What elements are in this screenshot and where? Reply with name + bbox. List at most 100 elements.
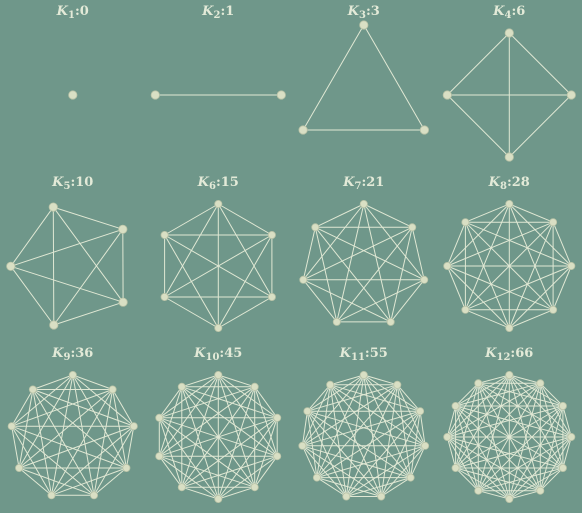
graph-symbol: K [339,346,352,361]
graph-edge [508,203,554,223]
graph-edge [446,94,510,158]
graph-edge [306,384,398,412]
graph-vertex [536,486,545,495]
graph-edge [477,490,510,500]
graph-vertex [299,275,308,284]
graph-label: K5:10 [51,175,93,192]
graph-vertex [273,413,282,422]
graph-vertex [332,317,341,326]
graph-K5: K5:10 [6,175,128,330]
graph-K4: K4:6 [442,4,576,162]
graph-edge [181,386,256,488]
graph-edge [316,477,347,497]
graph-vertex [461,305,470,314]
graph-edge [539,382,564,407]
graph-edge [455,405,572,438]
graph-K9: K9:36 [7,346,138,500]
graph-vertex [28,385,37,394]
graph-edge [158,386,256,419]
graph-edge [396,384,412,479]
graph-edge [301,374,365,447]
graph-symbol: K [51,175,64,190]
graph-vertex [461,218,470,227]
graph-edge [158,417,183,488]
graph-edge [18,389,34,469]
graph-colon: : [507,175,512,190]
graph-edge [410,445,426,479]
graph-edge [11,425,52,496]
graph-vertex [214,370,223,379]
graph-colon: : [366,4,371,19]
graph-edge [539,467,564,492]
graph-vertex [250,382,259,391]
graph-edge [52,206,124,303]
graph-edge-count: 0 [80,4,89,19]
graph-K11: K11:55 [298,346,430,501]
graph-edge-count: 28 [512,175,530,190]
graph-subscript: 5 [63,181,70,192]
graph-colon: : [361,175,366,190]
graph-vertex [326,380,335,389]
graph-edge-count: 10 [75,175,93,190]
graph-symbol: K [492,4,505,19]
graph-edge [11,425,95,496]
graph-vertex [359,370,368,379]
graph-vertex [504,152,514,162]
graph-vertex [505,370,514,379]
graph-edge [32,389,135,427]
graph-K6: K6:15 [160,175,276,332]
graph-edge [181,386,219,500]
graph-edge [217,203,273,236]
graph-edge [10,228,124,267]
graph-edge [455,467,510,500]
graph-edge [455,382,541,469]
graph-edge [314,226,425,281]
graph-vertex [7,422,16,431]
graph-colon: : [511,4,516,19]
graph-edge [181,374,219,388]
graph-edge [51,389,114,496]
graph-symbol: K [347,4,360,19]
graph-subscript: 2 [213,10,220,21]
graph-edge [112,389,127,469]
graph-edge [455,405,510,500]
graph-symbol: K [56,4,69,19]
graph-vertex [122,463,131,472]
graph-edge [363,374,398,386]
graph-colon: : [70,175,75,190]
graph-vertex [49,320,59,330]
graph-edge [314,226,392,323]
graph-edge [552,221,572,267]
graph-label: K1:0 [56,4,89,21]
graph-edge [18,467,52,496]
graph-edge [477,382,541,492]
graph-vertex [160,230,169,239]
graph-edge [52,206,124,230]
graph-edge [164,234,219,329]
graph-edge [11,389,114,427]
graph-edge-count: 15 [221,175,239,190]
graph-edge [302,279,338,323]
graph-subscript: 3 [359,10,366,21]
graph-vertex [443,261,452,270]
graph-vertex [536,379,545,388]
graph-vertex [359,20,369,30]
graph-edge [446,436,564,469]
graph-edge [464,265,572,311]
graph-edge [217,417,278,500]
graph-edge [396,384,426,447]
graph-edge [329,384,412,479]
graph-edge [363,203,392,323]
graph-vertex [273,452,282,461]
graph-edge [419,410,426,447]
graph-symbol: K [193,346,206,361]
graph-vertex [48,202,58,212]
graph-edge [11,425,20,469]
graph-edge [410,410,421,479]
graph-K3: K3:3 [298,4,429,135]
graph-vertex [214,494,223,503]
graph-edge [93,389,114,496]
graph-edge [477,382,572,438]
graph-label: K8:28 [488,175,530,192]
